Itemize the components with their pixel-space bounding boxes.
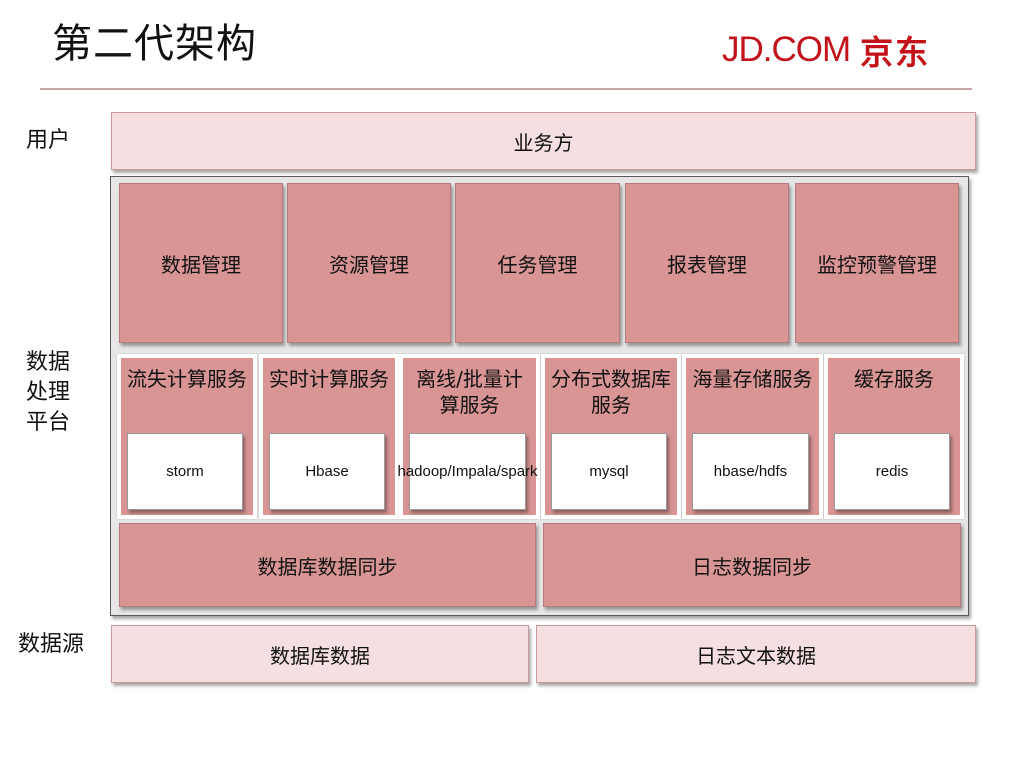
service-tech-box: storm bbox=[127, 433, 243, 510]
service-tech-box: redis bbox=[834, 433, 950, 510]
row-label-platform-line: 数据 bbox=[26, 350, 71, 375]
row-label-sources: 数据源 bbox=[18, 632, 85, 657]
service-label: 实时计算服务 bbox=[269, 367, 389, 391]
service-label: 离线/批量计算服务 bbox=[416, 367, 523, 417]
service-label: 海量存储服务 bbox=[692, 367, 813, 391]
jd-logo: JD.COM 京东 bbox=[722, 28, 930, 72]
log-sync-box: 日志数据同步 bbox=[543, 523, 961, 607]
page-title: 第二代架构 bbox=[52, 21, 257, 67]
service-label: 流失计算服务 bbox=[127, 367, 247, 391]
management-box-task: 任务管理 bbox=[455, 183, 620, 343]
management-box-data: 数据管理 bbox=[119, 183, 283, 343]
row-label-platform: 数据 处理 平台 bbox=[26, 348, 70, 438]
service-tech-box: hbase/hdfs bbox=[692, 433, 809, 510]
service-card-stream-compute: 流失计算服务 storm bbox=[117, 354, 257, 519]
service-card-batch-compute: 离线/批量计算服务 hadoop/Impala/spark bbox=[397, 354, 540, 519]
business-party-box: 业务方 bbox=[111, 112, 976, 170]
service-card-cache: 缓存服务 redis bbox=[824, 354, 964, 519]
service-label: 缓存服务 bbox=[854, 367, 934, 391]
source-box-log-text: 日志文本数据 bbox=[536, 625, 976, 683]
source-box-database: 数据库数据 bbox=[111, 625, 529, 683]
service-tech-box: Hbase bbox=[269, 433, 385, 510]
management-box-resource: 资源管理 bbox=[287, 183, 451, 343]
management-box-report: 报表管理 bbox=[625, 183, 789, 343]
row-label-platform-line: 平台 bbox=[26, 410, 71, 435]
service-card-mass-storage: 海量存储服务 hbase/hdfs bbox=[682, 354, 823, 519]
service-tech-box: hadoop/Impala/spark bbox=[397, 433, 538, 510]
logo-text-en: JD.COM bbox=[722, 30, 851, 69]
management-box-monitoring: 监控预警管理 bbox=[795, 183, 959, 343]
db-sync-box: 数据库数据同步 bbox=[119, 523, 536, 607]
service-label: 分布式数据库服务 bbox=[551, 367, 671, 417]
service-tech-box: mysql bbox=[551, 433, 667, 510]
service-card-distributed-db: 分布式数据库服务 mysql bbox=[541, 354, 681, 519]
logo-text-cn: 京东 bbox=[860, 33, 931, 72]
row-label-platform-line: 处理 bbox=[26, 380, 71, 405]
row-label-users: 用户 bbox=[26, 128, 71, 153]
service-card-realtime-compute: 实时计算服务 Hbase bbox=[259, 354, 399, 519]
title-divider bbox=[40, 88, 972, 90]
